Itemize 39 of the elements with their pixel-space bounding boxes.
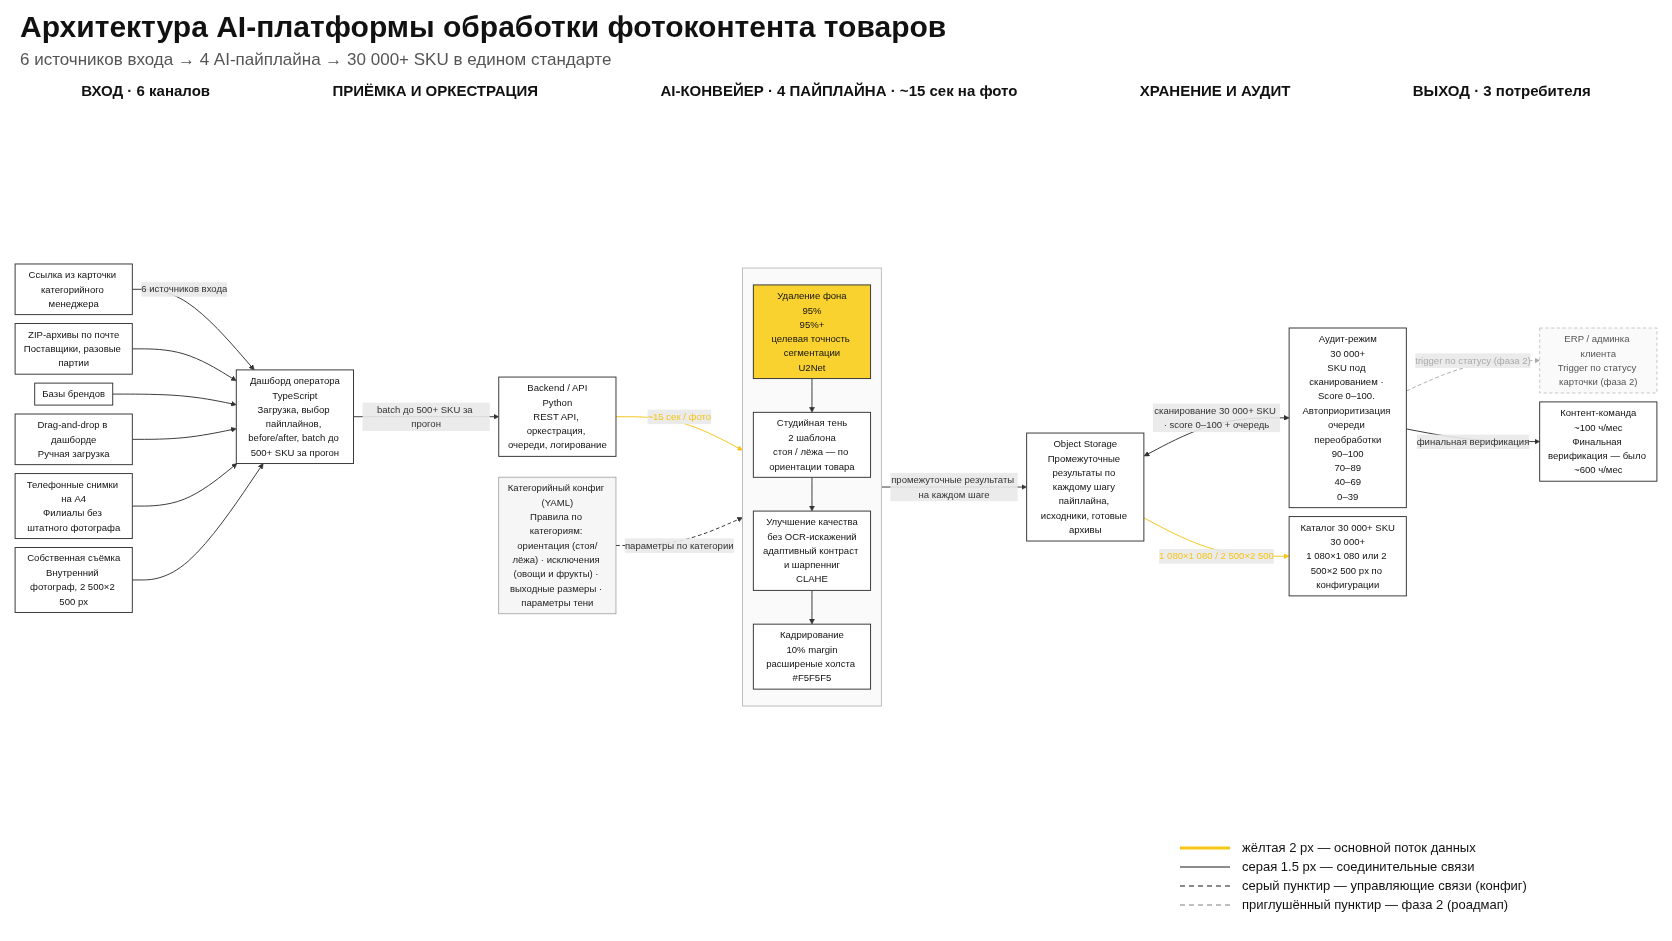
- edge-label: финальная верификация: [1416, 435, 1530, 447]
- cluster: [742, 267, 882, 707]
- legend-text: серая 1.5 px — соединительные связи: [1242, 859, 1475, 874]
- edge-label: параметры по категории: [624, 539, 734, 551]
- node-box: Телефонные снимки на А4 Филиалы без штатного фотографа: [14, 473, 133, 540]
- legend-text: приглушённый пунктир — фаза 2 (роадмап): [1242, 897, 1509, 912]
- column-heading: ПРИЁМКА И ОРКЕСТРАЦИЯ: [332, 82, 539, 99]
- node-box: Базы брендов: [34, 382, 114, 406]
- node-box: Кадрирование 10% margin расширеные холста #F5F5F5: [752, 623, 872, 690]
- edge-label: промежуточные результаты на каждом шаге: [891, 473, 1015, 500]
- node-box: Категорийный конфиг (YAML) Правила по категориям: ориентация (стоя/лёжа) · исключения (овощи и фрукты) · выходные размеры · параметры тени: [498, 476, 617, 615]
- node-box: Студийная тень 2 шаблона стоя / лёжа — по ориентации товара: [752, 411, 872, 478]
- node-box: ZIP-архивы по почте Поставщики, разовые партии: [14, 323, 133, 375]
- node-box: Каталог 30 000+ SKU 30 000+ 1 080×1 080 или 2 500×2 500 px по конфигурации: [1288, 516, 1407, 597]
- column-heading: ХРАНЕНИЕ И АУДИТ: [1139, 82, 1291, 99]
- diagram-title: Архитектура AI-платформы обработки фотоконтента товаров: [20, 10, 948, 44]
- node-box: Дашборд оператора TypeScript Загрузка, выбор пайплайнов, before/after, batch до 500+ SKU за прогон: [235, 369, 354, 465]
- column-heading: ВЫХОД · 3 потребителя: [1412, 82, 1591, 99]
- legend-text: серый пунктир — управляющие связи (конфиг): [1242, 878, 1527, 893]
- edge-label: batch до 500+ SKU за прогон: [376, 403, 473, 429]
- node-box: Собственная съёмка Внутренний фотограф, 2 500×2 500 px: [14, 547, 133, 613]
- node-box: Backend / API Python REST API, оркестрация, очереди, логирование: [498, 376, 617, 457]
- node-box: Контент-команда ~100 ч/мес Финальная верификация — было ~600 ч/мес: [1539, 401, 1658, 482]
- node-box: ERP / админка клиента Trigger по статусу карточки (фаза 2): [1539, 327, 1658, 394]
- edge-label: trigger по статусу (фаза 2): [1415, 354, 1531, 366]
- node-box: Улучшение качества без OCR-искажений адаптивный контраст и шарпенниг CLAHE: [752, 510, 872, 591]
- edge-label: сканирование 30 000+ SKU · score 0–100 + очередь: [1154, 404, 1277, 430]
- node-box: Object Storage Промежуточные результаты по каждому шагу пайплайна, исходники, готовые архивы: [1026, 432, 1145, 542]
- edge-label: ~15 сек / фото: [647, 410, 712, 422]
- legend-text: жёлтая 2 px — основной поток данных: [1242, 840, 1476, 855]
- edge-label: 6 источников входа: [141, 283, 228, 295]
- column-heading: ВХОД · 6 каналов: [81, 82, 210, 99]
- node-box: Аудит-режим 30 000+ SKU под сканированием · Score 0–100. Автоприоритизация очереди переобработки 90–100 70–89 40–69 0–39: [1288, 327, 1407, 509]
- node-box: Удаление фона 95% 95%+ целевая точность сегментации U2Net: [752, 284, 872, 380]
- column-heading: AI-КОНВЕЙЕР · 4 ПАЙПЛАЙНА · ~15 сек на фото: [660, 82, 1018, 99]
- node-box: Drag-and-drop в дашборде Ручная загрузка: [14, 413, 133, 466]
- node-box: Ссылка из карточки категорийного менеджера: [14, 263, 133, 316]
- edge-label: 1 080×1 080 / 2 500×2 500: [1159, 550, 1274, 562]
- subtitle: 6 источников входа → 4 AI-пайплайна → 30 000+ SKU в едином стандарте: [20, 50, 613, 70]
